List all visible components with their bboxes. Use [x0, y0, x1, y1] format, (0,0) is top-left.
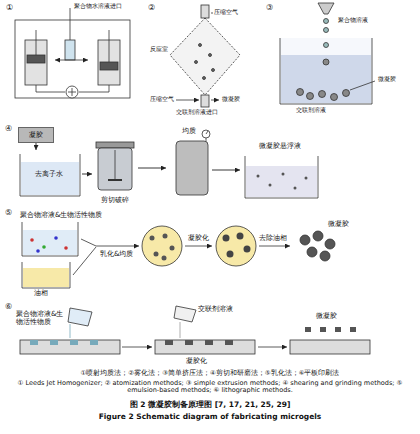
solution-label: 聚合物溶液&生物活性物质 — [16, 310, 66, 326]
oil-label: 油相 — [34, 289, 48, 297]
atomizer — [170, 5, 240, 107]
panel-number: ⑥ — [5, 302, 12, 311]
caption-list: ① Leeds Jet Homogenizer; ② atomization m… — [10, 380, 410, 395]
inlet-label: 聚合物水溶液进口 — [74, 3, 122, 10]
node-text: 剪切破碎 — [101, 196, 129, 204]
air-label: 压缩空气 — [150, 96, 174, 103]
solution-label: 聚合物溶液 — [338, 17, 368, 24]
step-label: 凝胶化 — [186, 357, 207, 365]
node-text: 微凝胶悬浮液 — [259, 142, 301, 150]
chamber-label: 反应室 — [150, 46, 168, 53]
step-label: 凝胶化 — [188, 234, 209, 242]
lithography — [20, 306, 370, 354]
inlet-label: 交联剂溶液进口 — [176, 109, 218, 116]
solution-label: 交联剂溶液 — [198, 305, 233, 313]
product-label: 微凝胶 — [222, 96, 240, 103]
shear-vessel: 剪切破碎 — [92, 138, 138, 204]
figure-caption: 图 2 微凝胶制备原理图 [7, 17, 21, 25, 29] — [0, 401, 420, 410]
panel-number: ③ — [266, 3, 273, 12]
node-text: 凝胶 — [29, 131, 43, 139]
gel-block: 凝胶 — [18, 127, 54, 143]
jet-homogenizer — [15, 8, 130, 98]
solution-label: 交联剂溶液 — [296, 107, 326, 114]
water-beaker: 去离子水 — [16, 150, 82, 198]
emulsion-method — [22, 222, 335, 288]
product-label: 微凝胶 — [378, 76, 396, 83]
solution-label: 聚合物溶液&生物活性物质 — [20, 211, 102, 219]
step-label: 去除油相 — [259, 234, 287, 242]
panel-number: ② — [148, 3, 155, 12]
step-label: 乳化&均质 — [100, 250, 133, 258]
flow-arrow — [82, 174, 92, 175]
node-text: 去离子水 — [35, 170, 63, 178]
product-label: 微凝胶 — [328, 220, 349, 228]
air-label: 压缩空气 — [214, 9, 238, 16]
panel-number: ④ — [5, 124, 12, 133]
suspension-beaker: 微凝胶悬浮液 — [240, 142, 320, 200]
node-text: 均质 — [182, 127, 196, 135]
caption-list: ①喷射均质法；②雾化法；③简单挤压法；④剪切和研磨法；⑤乳化法；⑥平板印刷法 — [0, 370, 420, 377]
shearing-grinding — [20, 130, 318, 198]
caption-title: Figure 2 Schematic diagram of fabricatin… — [0, 413, 420, 422]
flow-arrow — [212, 170, 240, 171]
panel-number: ⑤ — [5, 208, 12, 217]
homogenizer: 均质 — [166, 127, 212, 198]
flow-arrow — [138, 168, 166, 169]
extrusion — [280, 3, 375, 104]
flow-arrow — [36, 143, 37, 150]
panel-number: ① — [6, 3, 13, 12]
product-label: 微凝胶 — [316, 312, 337, 320]
